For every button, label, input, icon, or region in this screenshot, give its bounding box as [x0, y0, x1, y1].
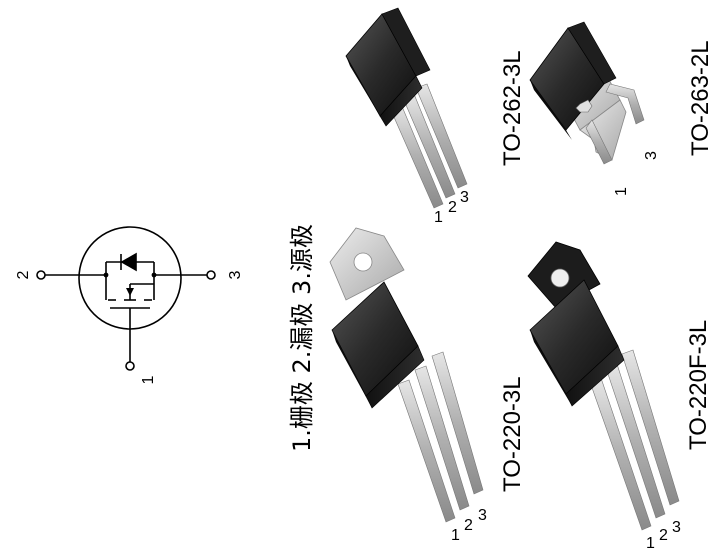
pin-label-drain: 2 [15, 270, 32, 279]
package-to220f-3l [527, 241, 680, 531]
body-diode-icon [120, 252, 137, 272]
package-to220-3l [329, 227, 484, 523]
junction-dot [103, 272, 109, 278]
mounting-hole [353, 252, 373, 272]
pin-number: 2 [448, 199, 457, 216]
pin-number: 2 [464, 517, 473, 534]
pin-number: 3 [643, 151, 660, 160]
package-leads [397, 351, 484, 523]
pin-function-legend: 1.栅极 2.漏极 3.源极 [288, 224, 316, 452]
pin-number: 3 [672, 519, 681, 536]
package-label: TO-220F-3L [685, 320, 712, 450]
package-to263-2l [529, 21, 645, 165]
package-leads [589, 349, 680, 531]
pin-number: 3 [460, 189, 469, 206]
mounting-hole [575, 99, 593, 113]
package-to262-3l [345, 7, 468, 209]
pin-number: 1 [646, 535, 655, 552]
pin-label-source: 3 [227, 270, 244, 279]
gate-terminal [125, 361, 135, 371]
pin-number: 3 [478, 507, 487, 524]
pin-number: 1 [451, 527, 460, 544]
package-lead [605, 83, 645, 125]
package-body [331, 281, 419, 397]
junction-dot [151, 272, 157, 278]
pin-number: 1 [434, 209, 443, 226]
source-terminal [206, 270, 216, 280]
package-label: TO-263-2L [687, 40, 714, 156]
package-label: TO-262-3L [499, 50, 526, 166]
drain-terminal [36, 270, 46, 280]
pin-label-gate: 1 [140, 375, 157, 384]
mosfet-schematic [36, 226, 216, 371]
pin-number: 1 [613, 187, 630, 196]
mounting-hole [550, 268, 570, 288]
channel-arrow-icon [126, 288, 134, 296]
package-label: TO-220-3L [499, 376, 526, 492]
package-lead [585, 119, 613, 165]
pin-number: 2 [659, 527, 668, 544]
